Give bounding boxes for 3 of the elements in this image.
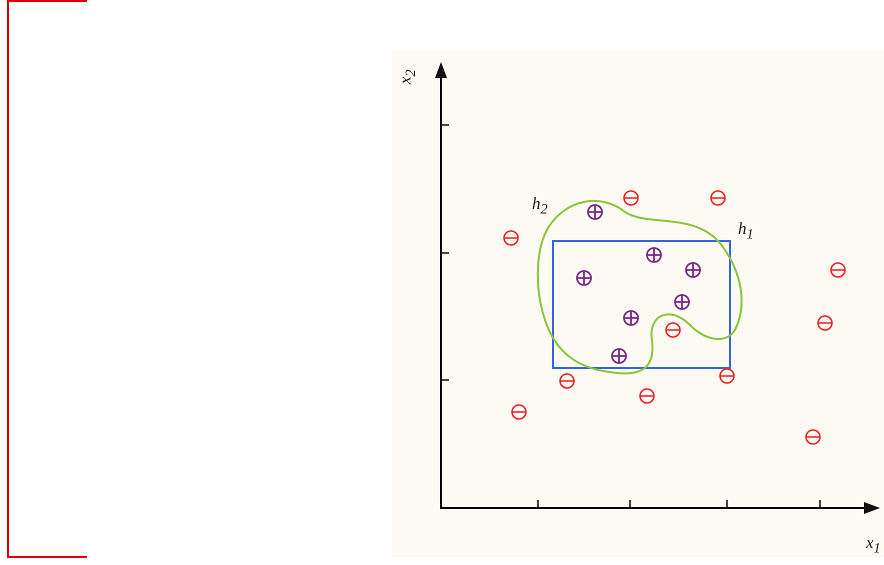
x-axis-label: x$_{1}$ bbox=[866, 534, 881, 556]
hypothesis-label: h$_{2}$ bbox=[532, 195, 548, 217]
hypothesis-label: h$_{1}$ bbox=[738, 220, 754, 242]
